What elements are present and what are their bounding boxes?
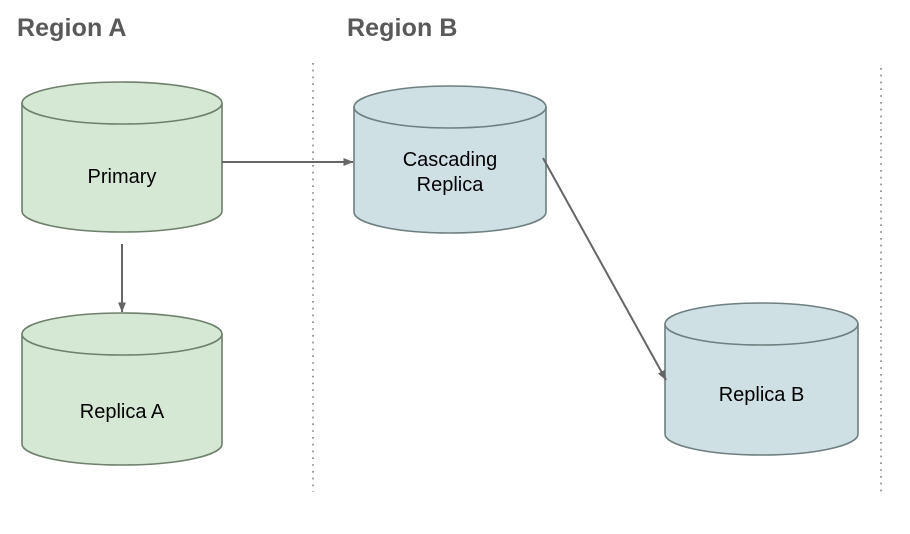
primary-cylinder-body	[21, 102, 223, 233]
node-cascading-replica[interactable]	[353, 85, 547, 234]
replica-b-cylinder-top	[664, 302, 859, 346]
cascading-replica-cylinder-body	[353, 106, 547, 234]
region-b-label: Region B	[347, 14, 458, 42]
replica-b-cylinder-body	[664, 323, 859, 456]
node-replica-a[interactable]	[21, 312, 223, 466]
edge-cascading-replica-to-replica-b[interactable]	[542, 157, 667, 381]
region-a-label: Region A	[17, 14, 127, 42]
node-primary[interactable]	[21, 81, 223, 233]
cascading-replica-cylinder-top	[353, 85, 547, 129]
replica-a-cylinder-top	[21, 312, 223, 356]
primary-cylinder-top	[21, 81, 223, 125]
node-replica-b[interactable]	[664, 302, 859, 456]
replica-a-cylinder-body	[21, 333, 223, 466]
